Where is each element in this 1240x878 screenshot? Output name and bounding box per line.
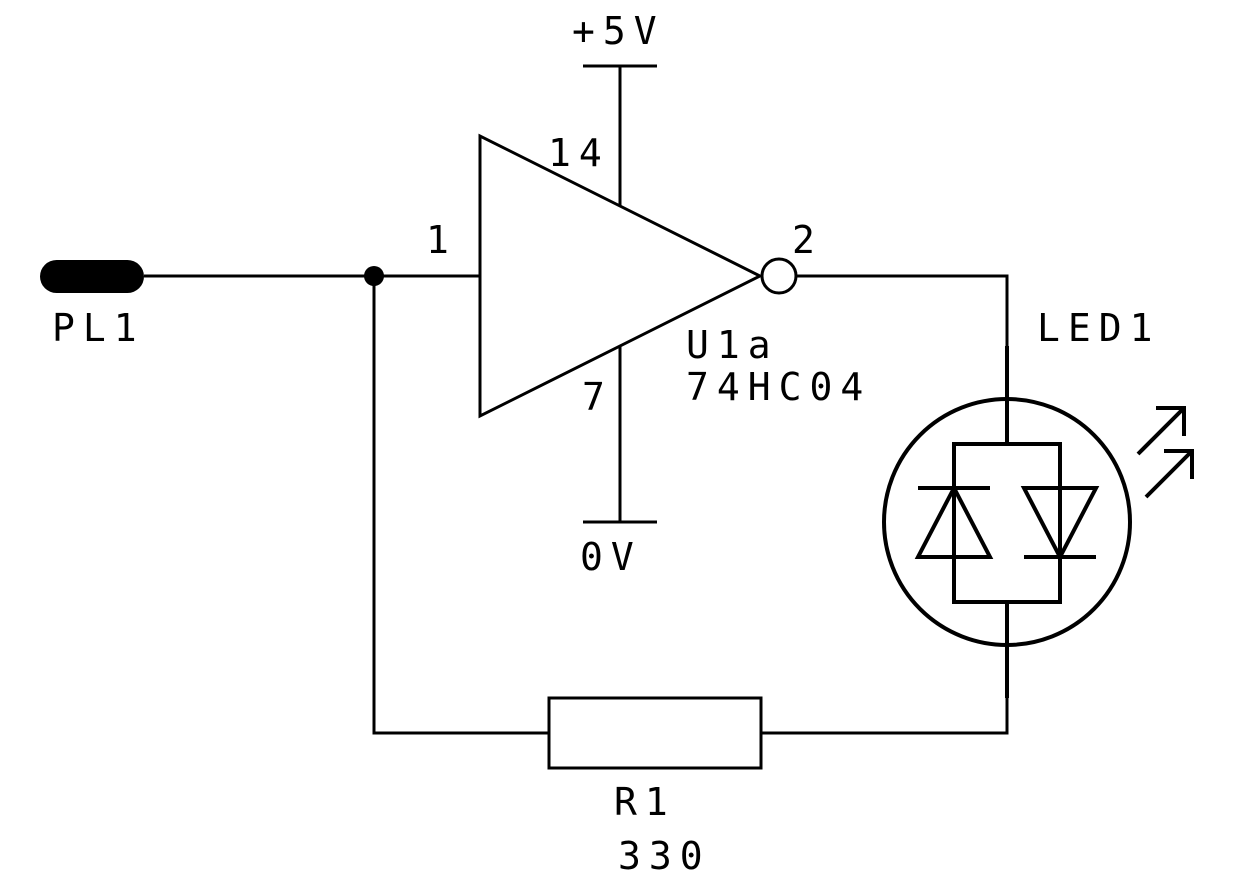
inverter-ref: U1a [686, 323, 779, 367]
output-wire [796, 274, 1009, 346]
feedback-wire-right [761, 698, 1009, 735]
gnd-label: 0V [580, 535, 642, 579]
connector-label: PL1 [52, 306, 145, 350]
pin-14-label: 14 [548, 131, 610, 175]
led-symbol [882, 346, 1132, 698]
light-emission-arrows-icon [1136, 406, 1194, 499]
resistor-value: 330 [618, 834, 711, 878]
vcc-label: +5V [572, 9, 665, 53]
resistor-r1 [547, 696, 763, 770]
resistor-ref: R1 [614, 780, 676, 824]
pin-7-label: 7 [582, 375, 613, 419]
led-label: LED1 [1037, 306, 1161, 350]
inverter-part: 74HC04 [686, 365, 871, 409]
feedback-wire-left [372, 276, 549, 735]
pin-2-label: 2 [792, 218, 823, 262]
connector-pl1 [40, 260, 144, 293]
pin-1-label: 1 [426, 218, 457, 262]
